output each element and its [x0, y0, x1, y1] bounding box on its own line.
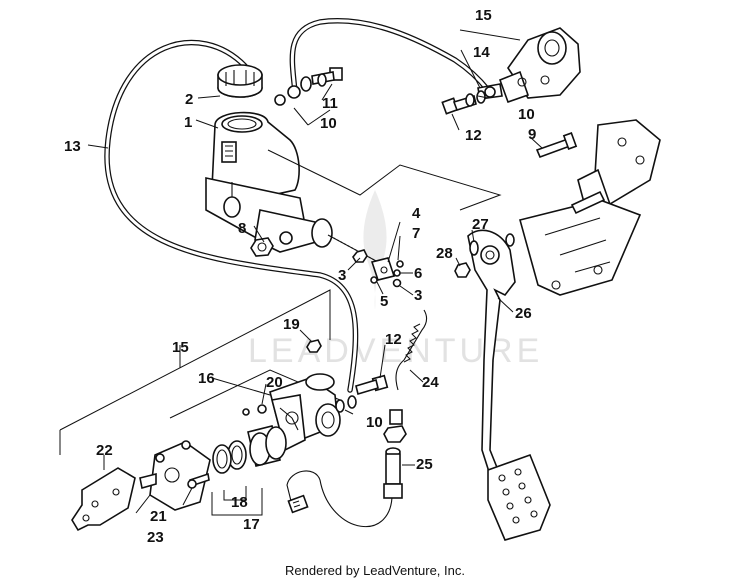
callout-26: 26 [515, 305, 532, 322]
footer-credit: Rendered by LeadVenture, Inc. [285, 563, 465, 578]
callout-16: 16 [198, 370, 215, 387]
callout-13: 13 [64, 138, 81, 155]
bolt-12-lower [355, 374, 389, 396]
callout-27: 27 [472, 216, 489, 233]
pedal-mount-bracket [519, 119, 661, 296]
pedal-switch-25 [287, 409, 407, 514]
seal-rings-18 [212, 440, 247, 474]
callout-23: 23 [147, 529, 164, 546]
callout-6: 6 [414, 265, 422, 282]
callout-19: 19 [283, 316, 300, 333]
callout-14: 14 [473, 44, 490, 61]
callout-20: 20 [266, 374, 283, 391]
bolt-5 [370, 276, 378, 284]
callout-25: 25 [416, 456, 433, 473]
callout-3-right: 3 [414, 287, 422, 304]
callout-4: 4 [412, 205, 421, 222]
callout-15-lower: 15 [172, 339, 189, 356]
fitting-20 [242, 404, 267, 416]
bolt-23 [187, 472, 210, 489]
washers-10-lower [335, 395, 357, 413]
callout-12-lower: 12 [385, 331, 402, 348]
bolt-9 [535, 132, 578, 159]
callout-15-top: 15 [475, 7, 492, 24]
callout-2: 2 [185, 91, 193, 108]
callout-11: 11 [322, 95, 338, 112]
callout-5: 5 [380, 293, 388, 310]
callout-9: 9 [528, 126, 536, 143]
slave-cylinder-assembly [477, 27, 581, 104]
callout-10-lower: 10 [366, 414, 383, 431]
pin-7 [396, 260, 404, 268]
callout-28: 28 [436, 245, 453, 262]
reservoir-cap [217, 64, 263, 98]
piston-18 [247, 425, 287, 467]
callout-17: 17 [243, 516, 260, 533]
mounting-plate-21 [139, 440, 211, 511]
callout-24: 24 [422, 374, 439, 391]
return-spring-24 [395, 309, 428, 391]
bracket-22 [71, 467, 136, 532]
leader-lines [87, 29, 543, 514]
nut-3-right [392, 278, 402, 288]
callout-3-left: 3 [338, 267, 346, 284]
callout-22: 22 [96, 442, 113, 459]
clevis-4 [370, 257, 396, 281]
bolt-11 [311, 67, 343, 85]
callout-7: 7 [412, 225, 420, 242]
callout-12-top: 12 [465, 127, 482, 144]
clutch-pedal [467, 229, 551, 541]
nut-28 [454, 262, 471, 278]
master-cylinder [205, 111, 333, 253]
hose-14 [289, 18, 491, 95]
callout-labels: 2 1 13 8 11 10 15 14 10 12 9 4 7 6 3 5 3… [64, 7, 536, 546]
leader-box-1 [267, 149, 502, 211]
callout-8: 8 [238, 220, 246, 237]
callout-10-upper: 10 [320, 115, 337, 132]
callout-21: 21 [150, 508, 167, 525]
push-rod [327, 234, 379, 263]
washers-10-upper [274, 73, 327, 106]
bushing-27 [469, 240, 479, 256]
clip-6 [393, 269, 401, 277]
hose-13 [104, 39, 359, 393]
washer-27-right [505, 233, 515, 247]
bleeder-19 [306, 339, 322, 353]
nut-8 [250, 237, 274, 257]
callout-1: 1 [184, 114, 192, 131]
wire-harness [286, 470, 393, 528]
callout-10-right: 10 [518, 106, 535, 123]
callout-18: 18 [231, 494, 248, 511]
jam-nut-3-left [352, 249, 368, 263]
slave-cylinder-body-16 [269, 373, 341, 452]
